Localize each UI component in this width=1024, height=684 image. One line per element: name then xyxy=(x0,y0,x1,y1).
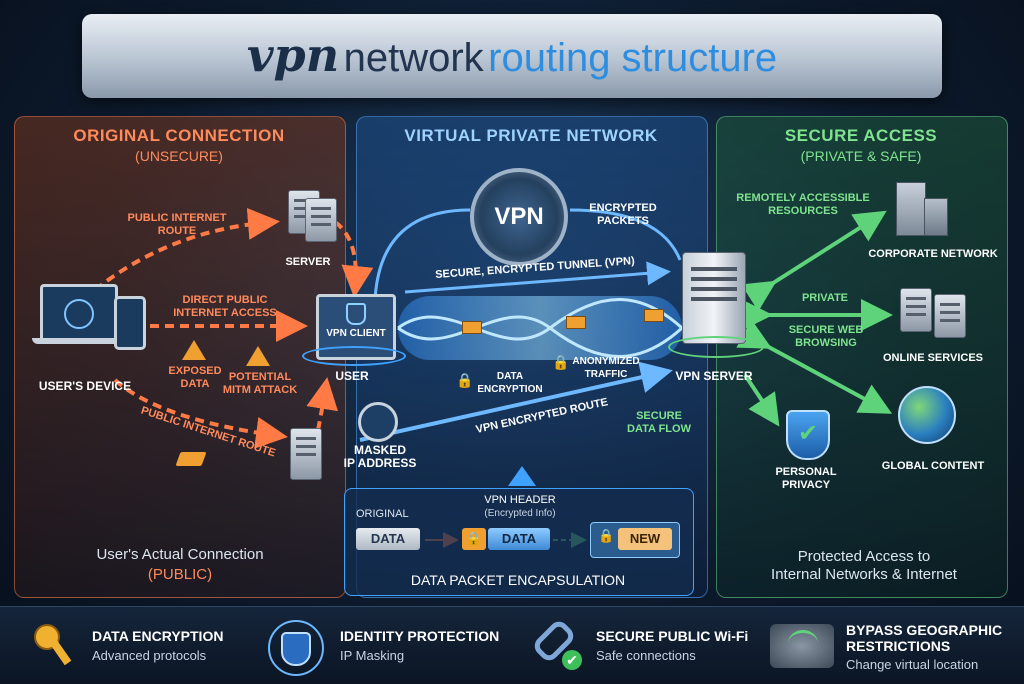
secure-access-heading: SECURE ACCESS xyxy=(784,126,938,145)
global-content-label: GLOBAL CONTENT xyxy=(881,460,985,472)
vpn-client-label: VPN CLIENT xyxy=(326,328,386,339)
key-chain-icon xyxy=(30,620,80,670)
vpn-server-label: VPN SERVER xyxy=(675,369,753,383)
encapsulation-caption: DATA PACKET ENCAPSULATION xyxy=(410,572,626,588)
packet-icon xyxy=(175,452,207,466)
lock-icon: 🔒 xyxy=(552,354,570,370)
secure-data-flow-label: SECURE DATA FLOW xyxy=(627,410,691,435)
new-lock-icon: 🔒 xyxy=(598,528,615,543)
online-services-label: ONLINE SERVICES xyxy=(882,352,984,364)
server-icon xyxy=(305,198,337,242)
exposed-data-label: EXPOSED DATA xyxy=(168,365,222,390)
feature-title: DATA ENCRYPTION xyxy=(92,628,224,644)
user-label: USER xyxy=(335,369,369,383)
lock-shield-icon xyxy=(346,303,366,325)
packet-icon xyxy=(462,321,482,334)
feature-title: BYPASS GEOGRAPHIC RESTRICTIONS xyxy=(846,622,1003,654)
users-device-label: USER'S DEVICE xyxy=(38,379,132,393)
server-ring xyxy=(668,336,764,358)
original-connection-heading: ORIGINAL CONNECTION xyxy=(73,126,285,145)
packet-icon xyxy=(644,309,664,322)
corporate-arrow xyxy=(741,210,887,312)
data-encryption-label: DATA ENCRYPTION xyxy=(477,371,543,395)
server-label: SERVER xyxy=(285,256,331,268)
left-footer-line2: (PUBLIC) xyxy=(147,566,213,583)
laptop-icon xyxy=(40,284,118,342)
packet-icon xyxy=(566,316,586,329)
server-icon xyxy=(290,428,322,480)
new-packet-box: NEW xyxy=(618,528,672,550)
direct-access-label: DIRECT PUBLIC INTERNET ACCESS xyxy=(173,294,277,319)
feature-subtitle: Advanced protocols xyxy=(92,648,207,663)
title-network: network xyxy=(343,36,484,80)
original-data-box: DATA xyxy=(356,528,420,550)
feature-title: SECURE PUBLIC Wi-Fi xyxy=(596,628,749,644)
feature-subtitle: Safe connections xyxy=(596,648,696,663)
encrypted-info-label: (Encrypted Info) xyxy=(484,508,556,519)
vpn-server-icon xyxy=(682,252,746,344)
vpn-gear-icon: VPN xyxy=(470,168,568,266)
unsecure-subheading: (UNSECURE) xyxy=(135,148,223,164)
route-top-arrow xyxy=(93,207,280,292)
privacy-shield-icon: ✔ xyxy=(786,410,830,460)
anonymized-traffic-label: ANONYMIZED TRAFFIC xyxy=(572,356,640,380)
feature-subtitle: IP Masking xyxy=(340,648,405,663)
personal-privacy-label: PERSONAL PRIVACY xyxy=(775,466,837,491)
corporate-network-label: CORPORATE NETWORK xyxy=(868,248,998,260)
building-icon xyxy=(896,182,926,236)
right-footer-line1: Protected Access to xyxy=(797,548,931,565)
route-up-arrow xyxy=(306,377,339,431)
secure-web-label: SECURE WEB BROWSING xyxy=(788,324,864,349)
route-bottom-arrow xyxy=(113,378,288,449)
privacy-arrow xyxy=(743,373,780,427)
tunnel-arrow xyxy=(404,261,671,294)
server-icon xyxy=(934,294,966,338)
original-label: ORIGINAL xyxy=(356,508,409,520)
laptop-base-icon xyxy=(32,338,122,344)
mitm-warning-icon xyxy=(246,346,270,366)
building-icon xyxy=(924,198,948,236)
feature-subtitle: Change virtual location xyxy=(846,657,979,672)
feature-title: IDENTITY PROTECTION xyxy=(340,628,500,644)
route-server-arrow xyxy=(333,220,374,298)
exposed-warning-icon xyxy=(182,340,206,360)
public-route-top-label: PUBLIC INTERNET ROUTE xyxy=(127,212,227,237)
right-footer-line2: Internal Networks & Internet xyxy=(771,566,957,583)
header-lock-icon: 🔒 xyxy=(462,528,486,550)
encrypted-packets-label: ENCRYPTED PACKETS xyxy=(589,202,657,227)
private-safe-subheading: (PRIVATE & SAFE) xyxy=(800,148,922,164)
private-label: PRIVATE xyxy=(801,292,849,304)
world-map-icon xyxy=(770,624,834,668)
globe-icon xyxy=(358,402,398,442)
vpn-header-label: VPN HEADER xyxy=(484,494,556,506)
mitm-label: POTENTIAL MITM ATTACK xyxy=(222,371,298,396)
lock-icon: 🔒 xyxy=(456,372,474,388)
feature-strip xyxy=(0,606,1024,684)
global-arrow xyxy=(736,319,893,414)
masked-ip-label: MASKED IP ADDRESS xyxy=(343,443,417,470)
title-vpn: vpn xyxy=(246,28,340,82)
left-footer-line1: User's Actual Connection xyxy=(96,546,264,563)
encapsulated-data-box: DATA xyxy=(488,528,550,550)
identity-shield-icon xyxy=(268,620,324,676)
vpn-heading: VIRTUAL PRIVATE NETWORK xyxy=(404,126,658,145)
pointer-triangle-icon xyxy=(508,466,536,486)
secure-link-icon: ✔ xyxy=(530,617,584,672)
title-bar: vpn network routing structure xyxy=(82,14,942,98)
server-icon xyxy=(900,288,932,332)
phone-icon xyxy=(114,296,146,350)
encrypted-route-arrow xyxy=(359,361,673,442)
vpn-badge-label: VPN xyxy=(494,203,544,230)
globe-icon xyxy=(898,386,956,444)
client-ring xyxy=(302,346,406,366)
title-routing: routing structure xyxy=(488,36,778,80)
remote-resources-label: REMOTELY ACCESSIBLE RESOURCES xyxy=(736,192,870,217)
